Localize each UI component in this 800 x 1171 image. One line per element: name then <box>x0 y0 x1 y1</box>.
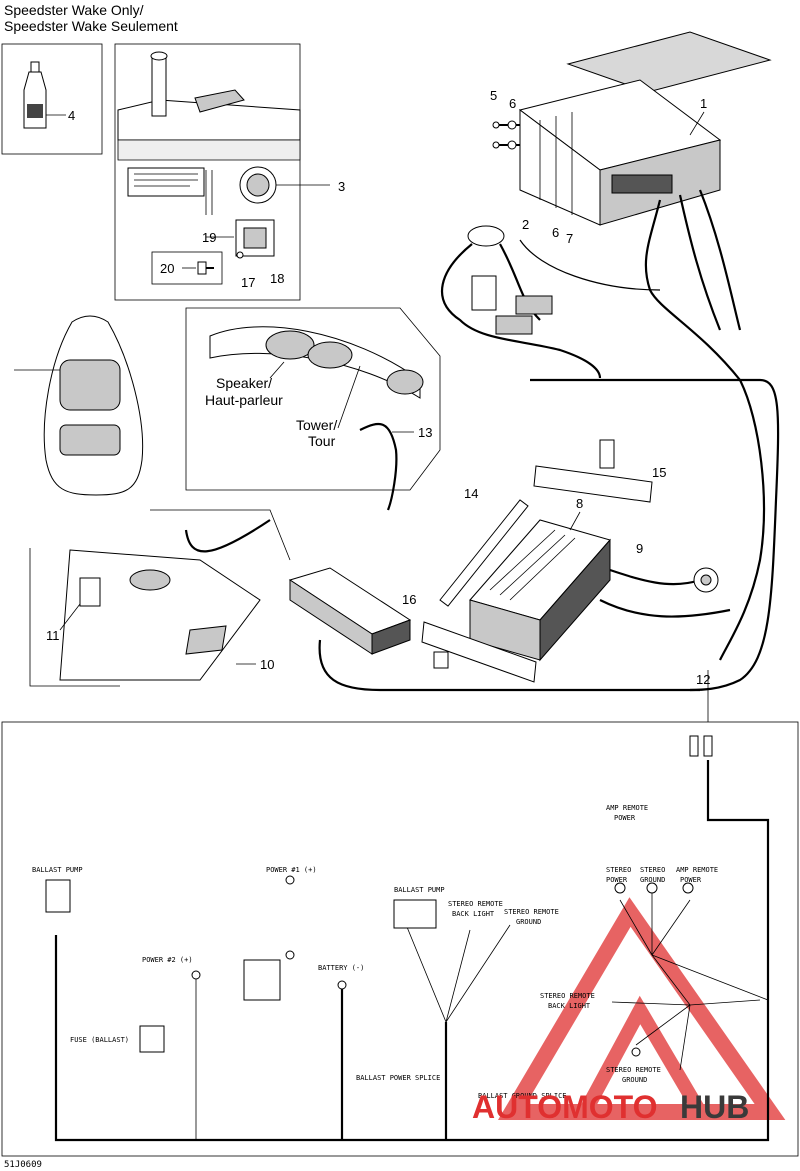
callout-5: 5 <box>490 88 497 103</box>
ballast-pump-connector-mid-icon <box>393 899 437 929</box>
watermark-text-2: HUB <box>680 1089 749 1125</box>
callout-3: 3 <box>338 179 345 194</box>
label-stereo-power-2: POWER <box>606 876 628 884</box>
bolts-icon <box>492 120 520 150</box>
title-line-2: Speedster Wake Seulement <box>4 18 178 34</box>
label-stereo-remote-back-light-1: STEREO REMOTE <box>448 900 503 908</box>
bracket-15-icon <box>533 439 653 503</box>
figure-code: 51J0609 <box>4 1160 42 1170</box>
callout-9: 9 <box>636 541 643 556</box>
tower-label-line-2: Tour <box>308 433 336 449</box>
ballast-switch-icon <box>206 219 275 259</box>
label-stereo-remote-ground-2: GROUND <box>516 918 541 926</box>
wiring-schematic <box>54 760 770 1142</box>
label-stereo-remote-back-light-r2: BACK LIGHT <box>548 1002 591 1010</box>
watermark-text-1: AUTOMOTO <box>472 1089 657 1125</box>
main-harness <box>530 378 780 692</box>
label-ballast-pump-mid: BALLAST PUMP <box>394 886 445 894</box>
label-stereo-remote-ground-1: STEREO REMOTE <box>504 908 559 916</box>
fuse-icon <box>139 1025 165 1053</box>
tower-speaker-icon <box>209 326 424 511</box>
cockpit-icon <box>59 519 271 681</box>
label-stereo-remote-ground-r1: STEREO REMOTE <box>606 1066 661 1074</box>
label-amp-remote-power-top-1: AMP REMOTE <box>606 804 648 812</box>
bracket-16-icon <box>421 621 537 683</box>
bottle-panel <box>1 43 103 155</box>
sealant-bottle-icon <box>23 61 66 129</box>
speaker-panel <box>185 307 441 491</box>
remote-harness <box>441 225 602 379</box>
ring-terminals-icon <box>191 875 694 1057</box>
label-ballast-pump-left: BALLAST PUMP <box>32 866 83 874</box>
label-stereo-remote-back-light-r1: STEREO REMOTE <box>540 992 595 1000</box>
cockpit-panel <box>29 509 291 687</box>
callout-15: 15 <box>652 465 666 480</box>
label-stereo-remote-back-light-2: BACK LIGHT <box>452 910 495 918</box>
speaker-label-line-1: Speaker/ <box>216 375 272 391</box>
boat-topview-icon <box>14 315 144 496</box>
throttle-lever-icon <box>117 51 301 161</box>
antenna-lead <box>519 239 661 291</box>
callout-13: 13 <box>418 425 432 440</box>
label-fuse-ballast: FUSE (BALLAST) <box>70 1036 129 1044</box>
callout-6: 6 <box>509 96 516 111</box>
console-panel <box>114 43 301 301</box>
leader-8 <box>569 511 581 531</box>
callout-7: 7 <box>566 231 573 246</box>
ballast-pump-connector-icon <box>45 879 71 913</box>
screw-icon <box>182 261 214 275</box>
wiring-panel <box>1 721 799 1157</box>
label-stereo-ground-1: STEREO <box>640 866 665 874</box>
remote-stereo-unit-icon <box>288 567 700 692</box>
callout-11: 11 <box>46 628 60 643</box>
stereo-head-unit-icon <box>518 31 772 226</box>
callout-18: 18 <box>270 271 284 286</box>
callout-12: 12 <box>696 672 710 687</box>
callout-19: 19 <box>202 230 216 245</box>
label-stereo-ground-2: GROUND <box>640 876 665 884</box>
tower-label-line-1: Tower/ <box>296 417 337 433</box>
label-ballast-power-splice: BALLAST POWER SPLICE <box>356 1074 440 1082</box>
callout-14: 14 <box>464 486 478 501</box>
callout-1: 1 <box>700 96 707 111</box>
callout-10: 10 <box>260 657 274 672</box>
label-amp-remote-power-1: AMP REMOTE <box>676 866 718 874</box>
callout-2: 2 <box>522 217 529 232</box>
label-amp-remote-power-top-2: POWER <box>614 814 636 822</box>
callout-20: 20 <box>160 261 174 276</box>
label-stereo-power-1: STEREO <box>606 866 631 874</box>
callout-4: 4 <box>68 108 75 123</box>
speaker-label-line-2: Haut-parleur <box>205 392 283 408</box>
label-ballast-ground-splice: BALLAST GROUND SPLICE <box>478 1092 567 1100</box>
title-line-1: Speedster Wake Only/ <box>4 2 144 18</box>
leader-11 <box>59 603 81 631</box>
circuit-breaker-icon <box>243 959 281 1001</box>
watermark-logo <box>497 897 786 1120</box>
callout-6b: 6 <box>552 225 559 240</box>
rca-connector-icon <box>689 735 713 757</box>
stereo-remote-icon <box>239 166 330 204</box>
callout-17: 17 <box>241 275 255 290</box>
warning-label-icon <box>127 167 213 215</box>
label-stereo-remote-ground-r2: GROUND <box>622 1076 647 1084</box>
stereo-harness <box>644 189 766 661</box>
label-power-2: POWER #2 (+) <box>142 956 193 964</box>
label-amp-remote-power-2: POWER <box>680 876 702 884</box>
label-battery: BATTERY (-) <box>318 964 364 972</box>
callout-8: 8 <box>576 496 583 511</box>
callout-16: 16 <box>402 592 416 607</box>
label-power-1: POWER #1 (+) <box>266 866 317 874</box>
bracket-14-icon <box>439 499 529 607</box>
leader-1 <box>689 111 705 136</box>
amp-harness <box>599 567 731 618</box>
screw-box <box>151 251 223 285</box>
